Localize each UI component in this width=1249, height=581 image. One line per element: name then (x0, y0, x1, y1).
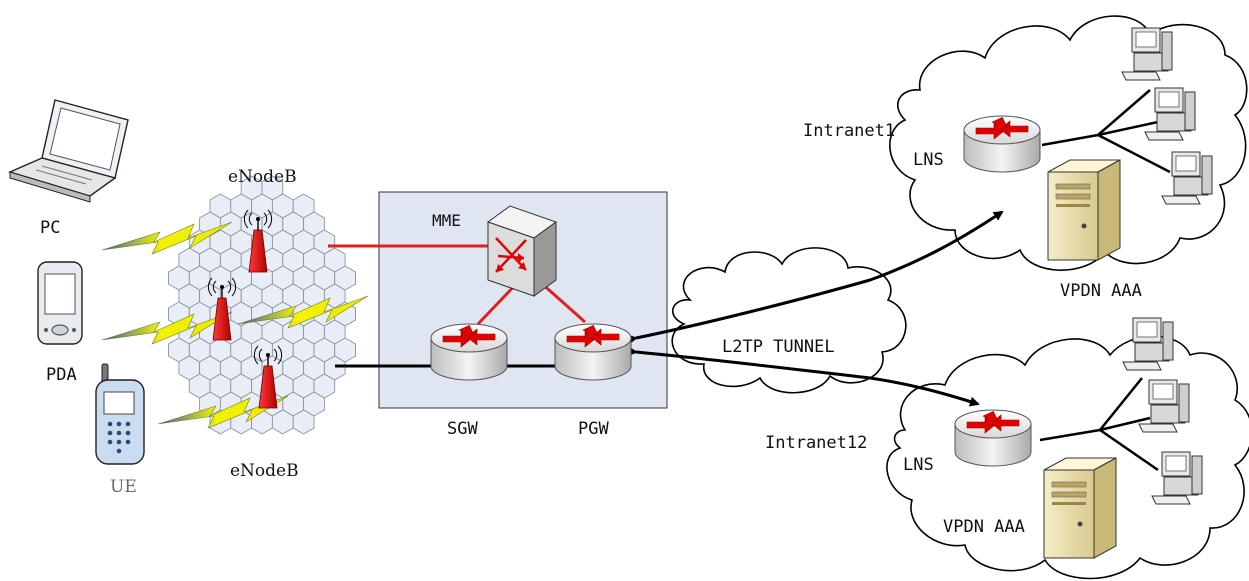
cell-hex (292, 409, 315, 435)
pgw-router-icon (554, 322, 632, 381)
mme-switch-icon (486, 205, 558, 297)
aaa-server-icon-intranet1 (1047, 159, 1121, 261)
pc-label: PC (40, 218, 60, 238)
intranet1-aaa-label: VPDN AAA (1060, 281, 1142, 301)
l2tp-tunnel-cloud (671, 247, 907, 394)
pda-label: PDA (46, 365, 77, 385)
intranet1-lns-label: LNS (913, 150, 944, 170)
links (328, 89, 1171, 472)
intranet2-name: Intranet12 (765, 433, 867, 453)
tunnel-link-intranet2 (627, 346, 980, 407)
ue-label: UE (110, 477, 137, 497)
intranet2-aaa-label: VPDN AAA (943, 517, 1025, 537)
enodeb-label-bottom: eNodeB (230, 461, 299, 481)
intranet1-name: Intranet1 (803, 121, 895, 141)
tunnel-link-intranet1 (627, 210, 1004, 345)
pda-icon (37, 261, 83, 345)
sgw-router-icon (430, 322, 508, 381)
lns-router-icon-intranet2 (954, 408, 1032, 467)
lns-router-icon-intranet1 (963, 114, 1041, 173)
laptop-icon (7, 99, 129, 203)
tunnel-label: L2TP TUNNEL (722, 337, 835, 357)
intranet2-lns-label: LNS (903, 455, 934, 475)
mobile-phone-icon (95, 363, 145, 465)
pgw-label: PGW (578, 419, 609, 439)
enodeb-label-top: eNodeB (228, 167, 297, 187)
mme-label: MME (432, 211, 461, 230)
aaa-server-icon-intranet2 (1043, 457, 1117, 559)
sgw-label: SGW (447, 419, 478, 439)
